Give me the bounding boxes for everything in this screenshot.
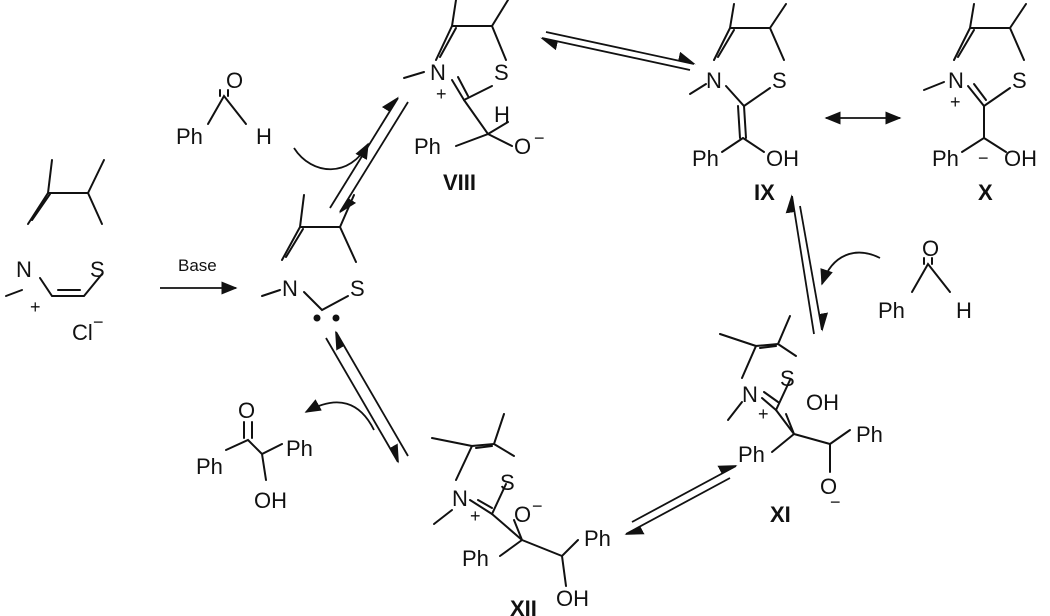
equilibrium-forward — [325, 337, 399, 464]
phenyl-group: Ph — [932, 146, 959, 171]
sulfur-atom: S — [90, 257, 105, 282]
equilibrium-forward — [329, 96, 399, 209]
benzaldehyde-left: O Ph H — [176, 68, 272, 149]
equilibrium-reverse — [339, 101, 409, 214]
oxygen-atom: O — [820, 474, 837, 499]
negative-charge: − — [532, 496, 543, 516]
sulfur-atom: S — [500, 470, 515, 495]
equilibrium-forward — [545, 31, 696, 65]
negative-charge: − — [830, 492, 841, 512]
phenyl-group: Ph — [462, 546, 489, 571]
sulfur-atom: S — [772, 68, 787, 93]
intermediate-viii: N S + H Ph O − VIII — [403, 0, 545, 195]
positive-charge: + — [436, 84, 447, 104]
oxygen-atom: O — [514, 134, 531, 159]
hydroxyl-group: OH — [1004, 146, 1037, 171]
phenyl-group: Ph — [196, 454, 223, 479]
nitrogen-atom: N — [430, 60, 446, 85]
equilibrium-reverse — [335, 330, 409, 457]
addition-curved-arrow — [820, 251, 881, 286]
sulfur-atom: S — [494, 60, 509, 85]
positive-charge: + — [758, 404, 769, 424]
sulfur-atom: S — [1012, 68, 1027, 93]
nitrogen-atom: N — [452, 486, 468, 511]
oxygen-atom: O — [226, 68, 243, 93]
nitrogen-atom: N — [282, 276, 298, 301]
sulfur-atom: S — [780, 366, 795, 391]
phenyl-group: Ph — [692, 146, 719, 171]
chloride-charge: − — [93, 312, 104, 332]
hydrogen-atom: H — [956, 298, 972, 323]
base-reagent-label: Base — [178, 256, 217, 275]
phenyl-group: Ph — [176, 124, 203, 149]
label-xii: XII — [510, 596, 537, 616]
benzoin-product: O Ph Ph OH — [196, 398, 313, 513]
nitrogen-atom: N — [706, 68, 722, 93]
intermediate-xi: N S + OH Ph Ph O − XI — [719, 315, 883, 527]
intermediate-x: N S + Ph − OH X — [923, 3, 1037, 205]
nitrogen-atom: N — [742, 382, 758, 407]
addition-curved-arrow — [293, 142, 369, 171]
hydroxyl-group: OH — [556, 586, 589, 611]
phenyl-group: Ph — [738, 442, 765, 467]
equilibrium-forward — [631, 465, 738, 523]
nhc-carbene: N S — [261, 194, 365, 322]
hydrogen-atom: H — [494, 102, 510, 127]
positive-charge: + — [30, 297, 41, 317]
positive-charge: + — [470, 506, 481, 526]
label-x: X — [978, 180, 993, 205]
breslow-intermediate-ix: N S Ph OH IX — [689, 3, 799, 205]
negative-charge: − — [534, 128, 545, 148]
phenyl-group: Ph — [584, 526, 611, 551]
positive-charge: + — [950, 92, 961, 112]
oxygen-atom: O — [922, 236, 939, 261]
intermediate-xii: N S + O − Ph Ph OH XII — [431, 413, 611, 616]
hydroxyl-group: OH — [254, 488, 287, 513]
nitrogen-atom: N — [948, 68, 964, 93]
thiazolium-salt: N S + Cl − — [5, 159, 105, 345]
nitrogen-atom: N — [16, 257, 32, 282]
label-ix: IX — [754, 180, 775, 205]
chloride-label: Cl — [72, 320, 93, 345]
oxygen-atom: O — [238, 398, 255, 423]
negative-charge: − — [978, 148, 989, 168]
equilibrium-reverse — [540, 37, 691, 71]
sulfur-atom: S — [350, 276, 365, 301]
phenyl-group: Ph — [878, 298, 905, 323]
oxygen-atom: O — [514, 502, 531, 527]
phenyl-group: Ph — [414, 134, 441, 159]
equilibrium-reverse — [624, 477, 731, 535]
benzaldehyde-right: O Ph H — [878, 236, 972, 323]
lone-pair-dot — [332, 314, 340, 322]
phenyl-group: Ph — [286, 436, 313, 461]
phenyl-group: Ph — [856, 422, 883, 447]
hydroxyl-group: OH — [766, 146, 799, 171]
release-curved-arrow — [304, 399, 375, 431]
lone-pair-dot — [313, 314, 321, 322]
equilibrium-reverse — [785, 194, 815, 335]
hydrogen-atom: H — [256, 124, 272, 149]
label-xi: XI — [770, 502, 791, 527]
equilibrium-forward — [799, 205, 829, 332]
label-viii: VIII — [443, 170, 476, 195]
hydroxyl-group: OH — [806, 390, 839, 415]
